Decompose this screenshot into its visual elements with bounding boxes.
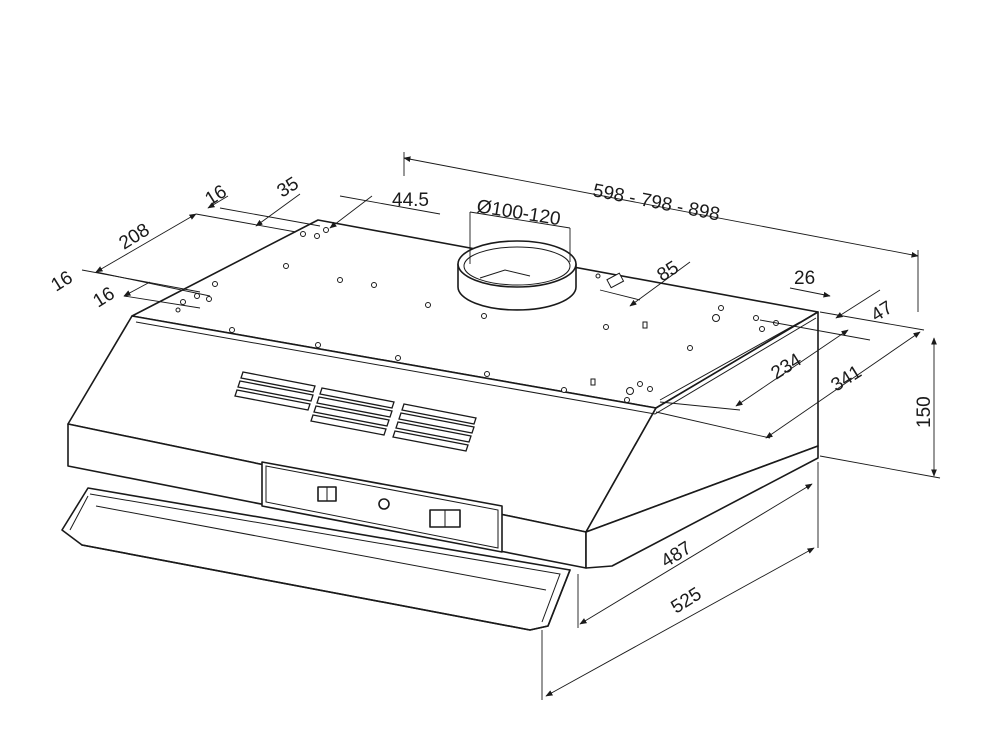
label-16-top: 16 — [202, 181, 231, 210]
dimension-lines — [81, 152, 941, 700]
label-487: 487 — [658, 538, 696, 573]
exhaust-outlet-collar — [457, 240, 577, 311]
label-208: 208 — [116, 220, 154, 255]
label-16-inner: 16 — [90, 283, 119, 312]
label-26: 26 — [794, 268, 815, 289]
label-525: 525 — [668, 584, 706, 619]
vent-grille — [234, 371, 477, 452]
label-35: 35 — [274, 173, 303, 202]
label-outlet-diameter: Ø100-120 — [475, 196, 562, 230]
label-47: 47 — [868, 297, 897, 326]
label-150: 150 — [914, 396, 935, 428]
label-341: 341 — [828, 362, 866, 397]
control-panel — [261, 461, 503, 553]
label-44-5: 44.5 — [392, 190, 429, 211]
label-16-left: 16 — [48, 267, 77, 296]
label-width: 598 - 798 - 898 — [591, 180, 722, 225]
indicator-light-icon — [378, 498, 390, 510]
